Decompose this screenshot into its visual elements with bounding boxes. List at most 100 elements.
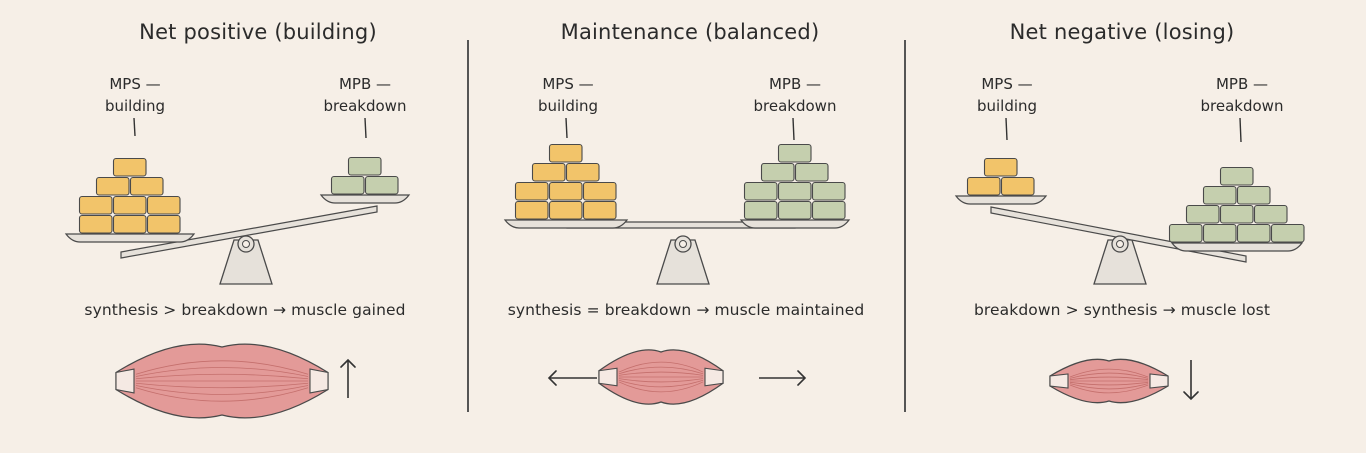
muscle-fiber (618, 361, 704, 373)
label-pointer (565, 117, 568, 139)
block (531, 162, 566, 182)
tendon (1049, 373, 1069, 389)
block (146, 214, 181, 234)
block (582, 200, 617, 220)
muscle-fiber (1069, 381, 1149, 386)
scale-pan (503, 219, 629, 229)
block (1202, 223, 1237, 243)
tendon (1149, 373, 1169, 389)
caption-net-positive: synthesis > breakdown → muscle gained (84, 301, 406, 319)
mps-blocks (966, 157, 1035, 196)
balance-scale-3 (954, 117, 1305, 285)
block (1168, 223, 1203, 243)
muscle-fiber (618, 378, 704, 383)
block (129, 176, 164, 196)
panel-divider (467, 40, 469, 412)
block (95, 176, 130, 196)
block (548, 143, 583, 163)
panel-title-maintenance: Maintenance (balanced) (560, 20, 820, 44)
arrow-left-right-icon (547, 370, 807, 386)
block (1236, 185, 1271, 205)
mpb-blocks (1168, 166, 1305, 243)
mpb-label: MPB —breakdown (1200, 75, 1284, 115)
tendon (598, 367, 618, 387)
balance-scale-2 (503, 117, 851, 285)
block (1236, 223, 1271, 243)
block (777, 200, 812, 220)
tendon (309, 368, 329, 394)
balance-scale-1 (64, 117, 411, 285)
block (514, 200, 549, 220)
block (777, 143, 812, 163)
label-pointer (792, 117, 795, 141)
block (146, 195, 181, 215)
mps-label: MPS —building (104, 75, 166, 115)
block (582, 181, 617, 201)
pivot-hole (242, 240, 250, 248)
mpb-label: MPB —breakdown (323, 75, 407, 115)
muscle-fiber (135, 373, 309, 380)
scale-pan (954, 195, 1048, 205)
muscle-fiber (618, 381, 704, 393)
tendon (704, 367, 724, 387)
block (1202, 185, 1237, 205)
pivot-hole (1116, 240, 1124, 248)
pivot-hole (679, 240, 687, 248)
block (112, 195, 147, 215)
mps-blocks (514, 143, 617, 220)
muscle-fiber (1069, 372, 1149, 379)
block (548, 181, 583, 201)
block (347, 156, 382, 176)
block (777, 181, 812, 201)
block (1219, 166, 1254, 186)
label-pointer (1239, 117, 1242, 143)
muscle-fiber (135, 385, 309, 395)
muscle-fiber (135, 360, 309, 375)
scale-pan (739, 219, 851, 229)
block (794, 162, 829, 182)
tendon (115, 368, 135, 394)
mps-label: MPS —building (537, 75, 599, 115)
muscle-fiber (1069, 376, 1149, 381)
mpb-blocks (743, 143, 846, 220)
arrow-down-icon (1183, 360, 1199, 401)
muscle-fiber (618, 366, 704, 375)
panel-divider (904, 40, 906, 412)
block (330, 175, 365, 195)
block (811, 200, 846, 220)
muscle-icon (1049, 358, 1169, 404)
scale-pan (319, 194, 411, 204)
block (1253, 204, 1288, 224)
block (760, 162, 795, 182)
mpb-label: MPB —breakdown (753, 75, 837, 115)
caption-maintenance: synthesis = breakdown → muscle maintaine… (507, 301, 865, 319)
scale-pan (1170, 242, 1304, 252)
muscle-fiber (135, 367, 309, 377)
block (1000, 176, 1035, 196)
beam (120, 205, 378, 259)
block (1219, 204, 1254, 224)
block (78, 214, 113, 234)
arrow-up-icon (340, 358, 356, 398)
block (364, 175, 399, 195)
block (514, 181, 549, 201)
muscle-fiber (1069, 383, 1149, 390)
panel-title-net-negative: Net negative (losing) (1009, 20, 1235, 44)
mps-blocks (78, 157, 181, 234)
block (548, 200, 583, 220)
block (112, 157, 147, 177)
caption-net-negative: breakdown > synthesis → muscle lost (973, 301, 1271, 319)
muscle-fiber (135, 387, 309, 402)
block (565, 162, 600, 182)
block (1270, 223, 1305, 243)
label-pointer (133, 117, 136, 137)
block (112, 214, 147, 234)
muscle-fiber (1069, 384, 1149, 394)
block (983, 157, 1018, 177)
muscle-icon (598, 349, 724, 405)
block (811, 181, 846, 201)
block (743, 181, 778, 201)
muscle-fiber (618, 379, 704, 388)
